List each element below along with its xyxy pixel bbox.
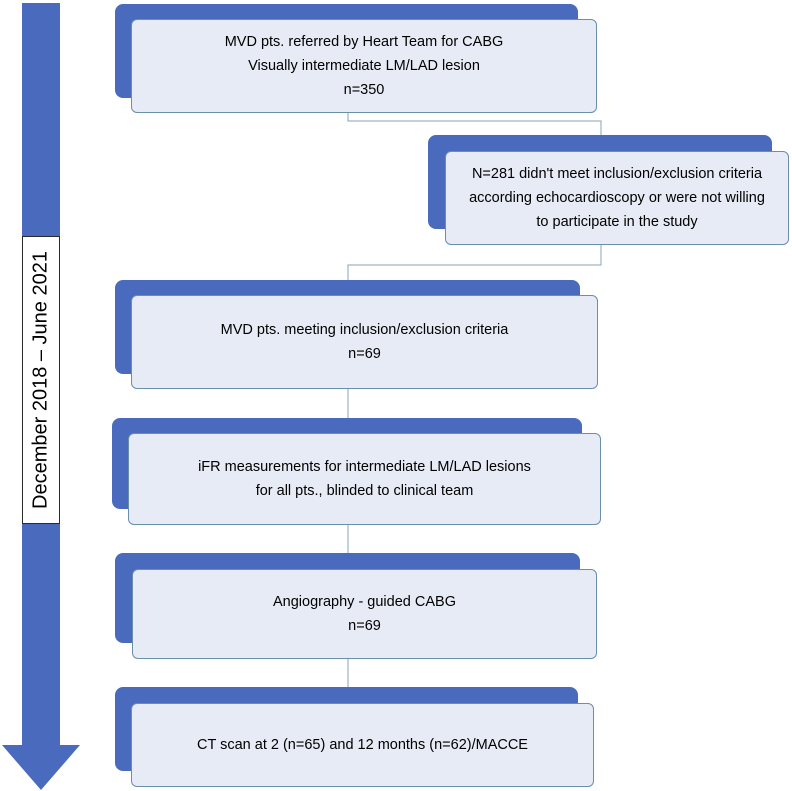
box-ifr-line1: iFR measurements for intermediate LM/LAD… xyxy=(198,459,531,475)
box-excluded-line3: to participate in the study xyxy=(536,214,698,230)
box-ct-card: CT scan at 2 (n=65) and 12 months (n=62)… xyxy=(131,703,594,787)
box-excluded-line2: according echocardioscopy or were not wi… xyxy=(469,190,765,206)
connector-referred-to-excluded xyxy=(347,113,602,135)
box-ifr-line2: for all pts., blinded to clinical team xyxy=(255,483,474,499)
box-included-line1: MVD pts. meeting inclusion/exclusion cri… xyxy=(220,322,509,338)
timeline-label-box: December 2018 – June 2021 xyxy=(22,236,60,524)
box-cabg-card: Angiography - guided CABG n=69 xyxy=(132,569,597,659)
box-ct-line1: CT scan at 2 (n=65) and 12 months (n=62)… xyxy=(197,737,528,753)
box-excluded-line1: N=281 didn't meet inclusion/exclusion cr… xyxy=(471,166,763,182)
box-cabg-line2: n=69 xyxy=(348,618,381,634)
box-referred-line1: MVD pts. referred by Heart Team for CABG xyxy=(224,34,504,50)
box-referred-line2: Visually intermediate LM/LAD lesion xyxy=(248,58,480,74)
box-included-card: MVD pts. meeting inclusion/exclusion cri… xyxy=(131,295,598,389)
box-cabg-line1: Angiography - guided CABG xyxy=(273,594,456,610)
box-referred-card: MVD pts. referred by Heart Team for CABG… xyxy=(131,19,597,113)
box-included-line2: n=69 xyxy=(348,346,381,362)
box-referred-line3: n=350 xyxy=(343,82,385,98)
box-ifr-card: iFR measurements for intermediate LM/LAD… xyxy=(128,433,601,525)
connector-excluded-to-included xyxy=(347,245,602,280)
box-excluded-card: N=281 didn't meet inclusion/exclusion cr… xyxy=(445,151,789,245)
